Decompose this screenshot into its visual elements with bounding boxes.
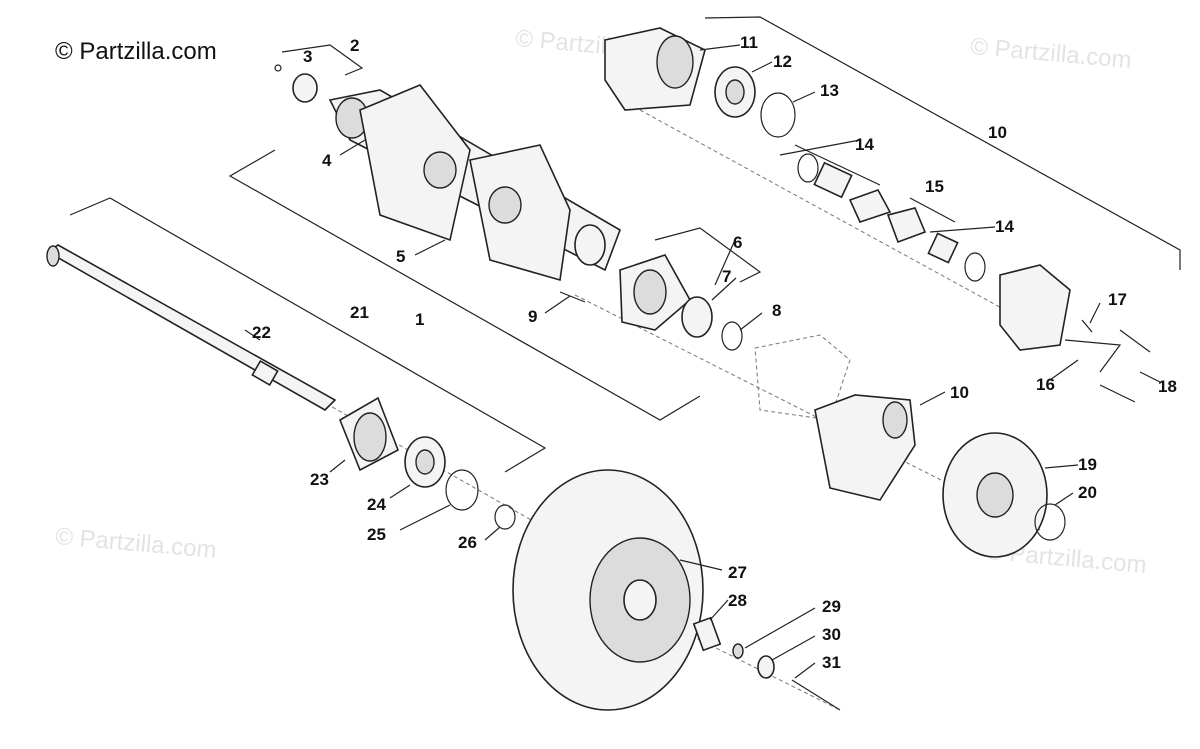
bearing-group-lower — [339, 396, 516, 530]
label-29: 29 — [822, 597, 841, 616]
label-11: 11 — [740, 33, 758, 52]
label-22: 22 — [252, 323, 271, 342]
label-16: 16 — [1036, 375, 1055, 394]
label-13: 13 — [820, 81, 839, 100]
caliper-group-right — [999, 264, 1151, 403]
label-7: 7 — [722, 267, 731, 286]
label-8: 8 — [772, 301, 781, 320]
label-1: 1 — [415, 310, 424, 329]
label-12: 12 — [773, 52, 792, 71]
label-27: 27 — [728, 563, 747, 582]
label-25: 25 — [367, 525, 386, 544]
label-31: 31 — [822, 653, 841, 672]
leader-lines — [244, 44, 1161, 679]
upper-caliper-group — [604, 27, 796, 138]
drive-shaft — [46, 244, 337, 411]
label-6: 6 — [733, 233, 742, 252]
copyright-text: © Partzilla.com — [55, 38, 217, 65]
label-9: 9 — [528, 307, 537, 326]
part-labels: 1 2 3 4 5 6 7 8 9 10 10 11 12 13 14 14 1… — [252, 33, 1177, 672]
label-5: 5 — [396, 247, 405, 266]
label-20: 20 — [1078, 483, 1097, 502]
label-3: 3 — [303, 47, 312, 66]
label-10-top: 10 — [988, 123, 1007, 142]
label-21: 21 — [350, 303, 369, 322]
label-28: 28 — [728, 591, 747, 610]
sprocket-assembly — [274, 64, 621, 282]
caliper-group-center — [814, 394, 916, 501]
label-14-upper: 14 — [855, 135, 874, 154]
label-17: 17 — [1108, 290, 1127, 309]
driven-clutch-group — [512, 469, 841, 711]
label-10-center: 10 — [950, 383, 969, 402]
label-14-lower: 14 — [995, 217, 1014, 236]
pads-spacers-group — [797, 153, 986, 282]
label-19: 19 — [1078, 455, 1097, 474]
seal-plate-group — [559, 254, 851, 421]
label-26: 26 — [458, 533, 477, 552]
label-30: 30 — [822, 625, 841, 644]
label-24: 24 — [367, 495, 386, 514]
label-18: 18 — [1158, 377, 1177, 396]
brake-disc-group — [942, 432, 1066, 558]
label-15: 15 — [925, 177, 944, 196]
label-4: 4 — [322, 151, 332, 170]
label-2: 2 — [350, 36, 359, 55]
label-23: 23 — [310, 470, 329, 489]
bracket-lines — [69, 16, 1181, 473]
